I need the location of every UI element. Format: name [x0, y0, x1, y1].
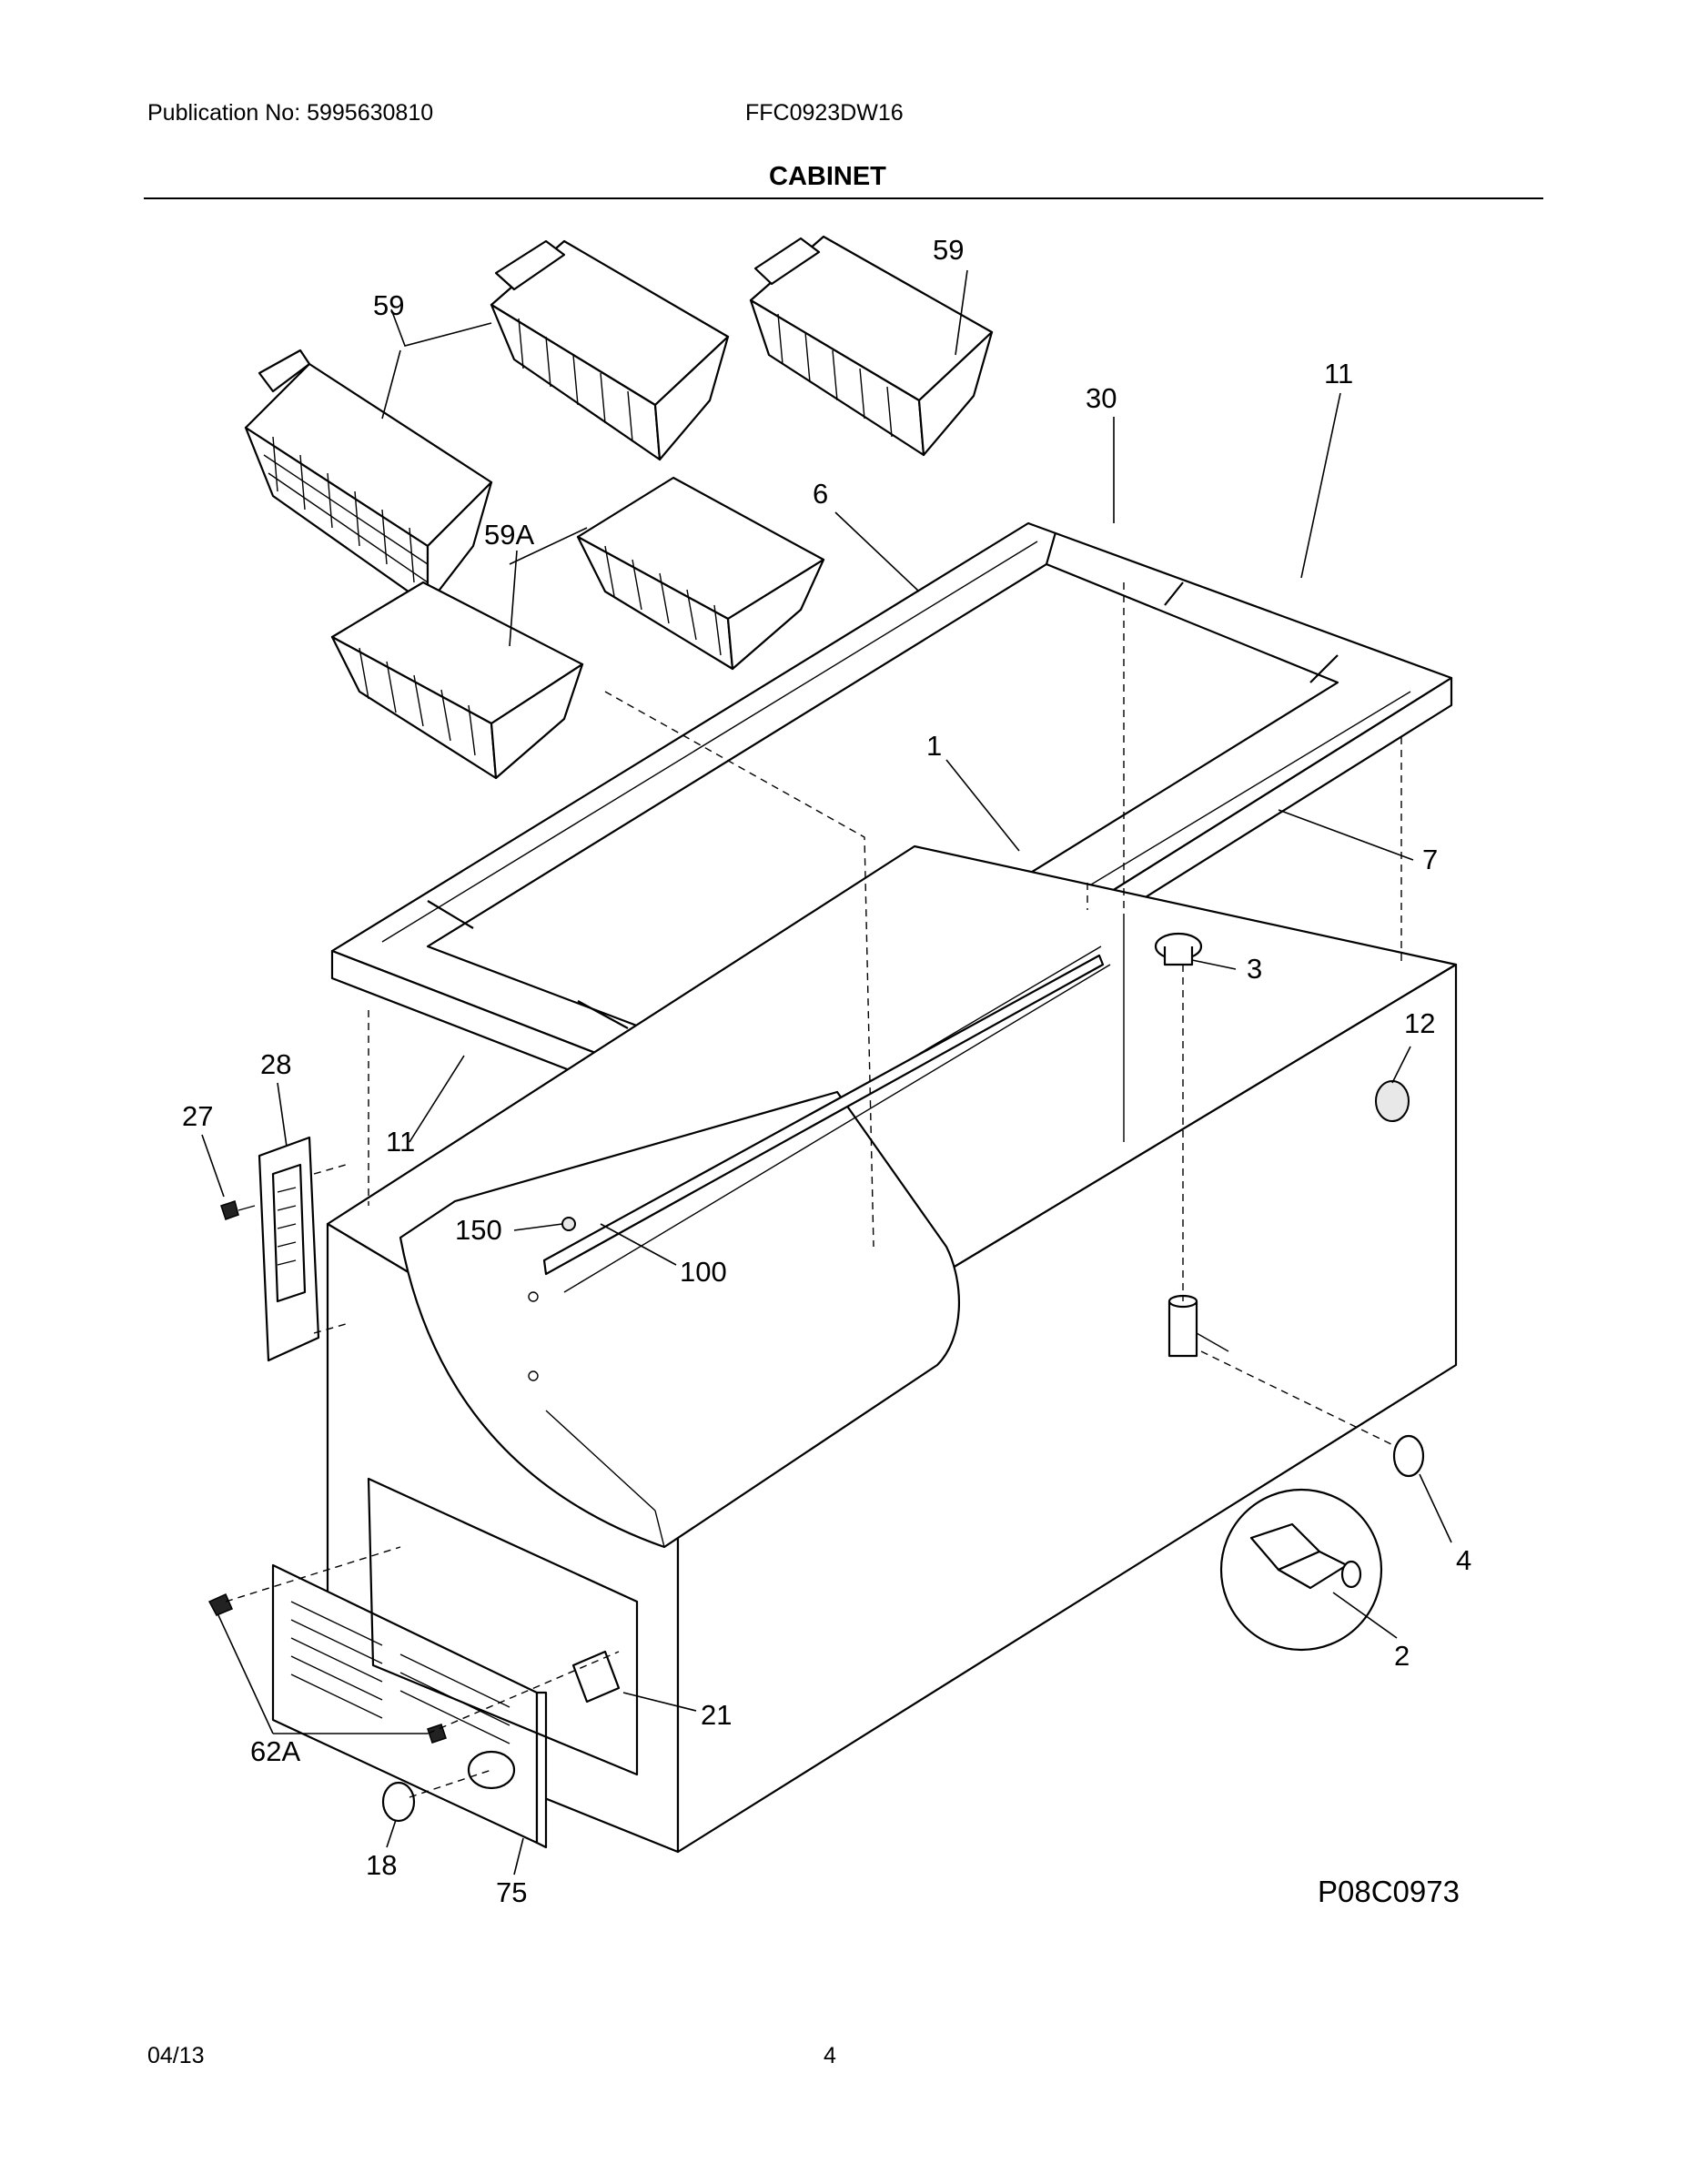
callout-30: 30 — [1086, 382, 1117, 414]
callout-6: 6 — [813, 478, 828, 510]
callout-100: 100 — [680, 1256, 727, 1288]
callout-12: 12 — [1404, 1007, 1435, 1039]
section-title: CABINET — [769, 162, 886, 191]
callout-labels: 59 59 59A 30 11 6 1 7 3 12 28 27 11 150 … — [182, 234, 1471, 1908]
callout-59-right: 59 — [933, 234, 964, 266]
shim-and-clip — [542, 954, 1105, 1276]
basket-59a-back — [576, 476, 825, 671]
drain-fitting-inset — [1219, 1488, 1383, 1652]
callout-7: 7 — [1422, 844, 1438, 875]
basket-59a-front — [330, 581, 584, 780]
callout-59a: 59A — [484, 519, 534, 551]
callout-28: 28 — [260, 1048, 291, 1080]
callout-4: 4 — [1456, 1544, 1471, 1576]
callout-18: 18 — [366, 1849, 397, 1881]
footer-page-number: 4 — [824, 2043, 836, 2068]
callout-3: 3 — [1247, 953, 1262, 985]
basket-59-right — [749, 235, 994, 457]
diagram-code: P08C0973 — [1318, 1875, 1460, 1908]
callout-62a: 62A — [250, 1735, 300, 1767]
callout-75: 75 — [496, 1876, 527, 1908]
assembly-guide-lines — [225, 582, 1402, 1798]
callout-leader-lines — [201, 269, 1452, 1876]
basket-59-center — [490, 239, 730, 461]
callout-11-bottom: 11 — [386, 1126, 415, 1158]
callout-11-top: 11 — [1324, 358, 1353, 389]
kickplate-assembly — [207, 1477, 639, 1849]
hinge-assembly — [220, 1136, 320, 1362]
callout-21: 21 — [701, 1699, 732, 1731]
callout-1: 1 — [926, 730, 942, 762]
header-divider — [144, 197, 1543, 199]
callout-2: 2 — [1394, 1640, 1410, 1672]
publication-number: Publication No: 5995630810 — [147, 100, 434, 126]
callout-27: 27 — [182, 1100, 213, 1132]
basket-59-left — [244, 349, 493, 607]
drain-assembly — [1154, 932, 1425, 1478]
callout-59-left: 59 — [373, 289, 404, 321]
footer-date: 04/13 — [147, 2043, 205, 2068]
callout-150: 150 — [455, 1214, 502, 1246]
model-number: FFC0923DW16 — [745, 100, 904, 126]
